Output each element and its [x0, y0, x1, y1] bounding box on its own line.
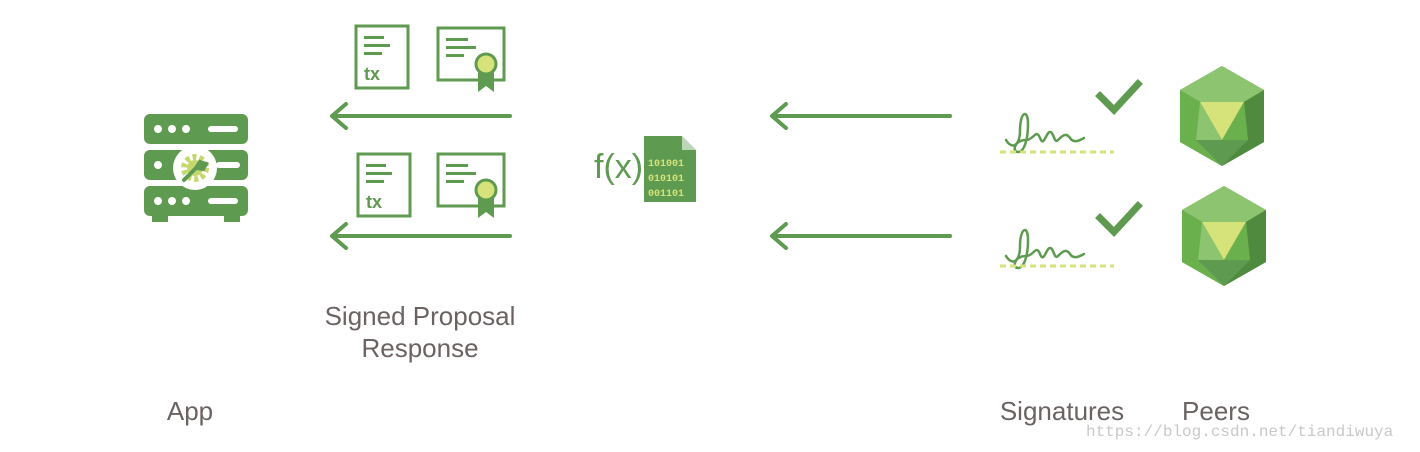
- transaction-document-icon: tx: [354, 24, 410, 90]
- signed-proposal-line: Signed Proposal: [324, 301, 516, 331]
- transaction-document-icon: tx: [356, 152, 412, 218]
- signatures-label: Signatures: [999, 396, 1125, 426]
- checkmark-icon: [1095, 79, 1143, 116]
- checkmark-icon: [1095, 201, 1143, 238]
- signature-icon: [1000, 228, 1114, 270]
- arrow-left-icon: [770, 222, 952, 250]
- svg-text:001101: 001101: [648, 189, 684, 200]
- app-server-icon: [144, 114, 248, 222]
- certificate-icon: [436, 26, 506, 92]
- signature-icon: [1000, 112, 1114, 154]
- signed-proposal-response-label: Signed Proposal Response: [290, 300, 550, 364]
- peers-label: Peers: [1182, 396, 1250, 426]
- arrow-left-icon: [330, 102, 512, 130]
- svg-text:101001: 101001: [648, 159, 684, 170]
- response-line: Response: [361, 333, 479, 363]
- function-label: f(x): [594, 148, 644, 186]
- svg-text:010101: 010101: [648, 174, 684, 185]
- binary-file-icon: 101001 010101 001101: [644, 136, 696, 202]
- arrow-left-icon: [770, 102, 952, 130]
- peer-icosahedron-icon: [1182, 186, 1266, 286]
- svg-text:tx: tx: [364, 64, 380, 84]
- peer-icosahedron-icon: [1180, 66, 1264, 166]
- svg-text:tx: tx: [366, 192, 382, 212]
- wrench-icon: [182, 159, 209, 182]
- certificate-icon: [436, 152, 506, 218]
- app-label: App: [166, 396, 214, 426]
- arrow-left-icon: [330, 222, 512, 250]
- watermark-text: https://blog.csdn.net/tiandiwuya: [1086, 423, 1394, 441]
